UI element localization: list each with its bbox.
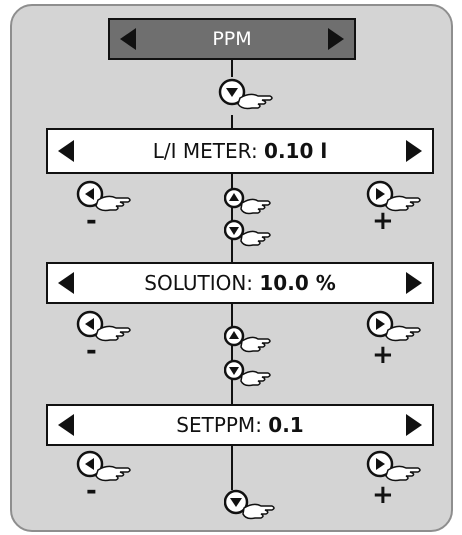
down-button[interactable]	[224, 218, 284, 250]
triangle-right-icon	[328, 28, 344, 50]
triangle-left-icon	[120, 28, 136, 50]
setppm-bar: SETPPM: 0.1	[46, 404, 434, 446]
triangle-down-icon	[229, 227, 239, 235]
solution-value: 10.0 %	[259, 271, 336, 295]
pointing-hand-icon	[95, 465, 131, 482]
down-button[interactable]	[224, 358, 284, 390]
decrease-button[interactable]	[76, 180, 136, 216]
decrease-button[interactable]	[76, 310, 136, 346]
triangle-right-icon	[406, 140, 422, 162]
solution-bar: SOLUTION: 10.0 %	[46, 262, 434, 304]
decrease-button[interactable]	[76, 450, 136, 486]
triangle-right-icon	[406, 272, 422, 294]
minus-sign: -	[86, 336, 97, 366]
plus-sign: +	[372, 340, 394, 370]
triangle-left-icon	[58, 272, 74, 294]
pointing-hand-icon	[240, 230, 271, 247]
up-button[interactable]	[224, 186, 284, 218]
pointing-hand-icon	[240, 198, 271, 215]
down-button[interactable]	[224, 488, 284, 522]
increase-button[interactable]	[366, 310, 426, 346]
pointing-hand-icon	[95, 325, 131, 342]
solution-label: SOLUTION:	[144, 271, 260, 295]
pointing-hand-icon	[242, 503, 275, 520]
triangle-right-icon	[376, 188, 385, 200]
minus-sign: -	[86, 476, 97, 506]
pointing-hand-icon	[240, 370, 271, 387]
triangle-down-icon	[226, 88, 238, 97]
setppm-label: SETPPM:	[176, 413, 269, 437]
triangle-down-icon	[229, 367, 239, 375]
up-button[interactable]	[224, 324, 284, 356]
triangle-left-icon	[85, 188, 94, 200]
meter-bar: L/I METER: 0.10 l	[46, 128, 434, 174]
triangle-left-icon	[58, 414, 74, 436]
down-button[interactable]	[218, 78, 278, 118]
minus-sign: -	[86, 206, 97, 236]
triangle-left-icon	[85, 318, 94, 330]
triangle-down-icon	[230, 498, 242, 507]
meter-label: L/I METER:	[152, 139, 265, 163]
triangle-left-icon	[85, 458, 94, 470]
pointing-hand-icon	[95, 195, 131, 212]
pointing-hand-icon	[385, 195, 421, 212]
meter-value: 0.10 l	[264, 139, 328, 163]
triangle-left-icon	[58, 140, 74, 162]
triangle-right-icon	[406, 414, 422, 436]
pointing-hand-icon	[240, 336, 271, 353]
ppm-label: PPM	[212, 28, 252, 50]
pointing-hand-icon	[385, 465, 421, 482]
triangle-up-icon	[229, 193, 239, 201]
ppm-header-bar: PPM	[108, 18, 356, 60]
plus-sign: +	[372, 480, 394, 510]
pointing-hand-icon	[385, 325, 421, 342]
triangle-up-icon	[229, 331, 239, 339]
plus-sign: +	[372, 206, 394, 236]
increase-button[interactable]	[366, 180, 426, 216]
increase-button[interactable]	[366, 450, 426, 486]
triangle-right-icon	[376, 318, 385, 330]
pointing-hand-icon	[237, 93, 273, 110]
triangle-right-icon	[376, 458, 385, 470]
setppm-value: 0.1	[268, 413, 304, 437]
